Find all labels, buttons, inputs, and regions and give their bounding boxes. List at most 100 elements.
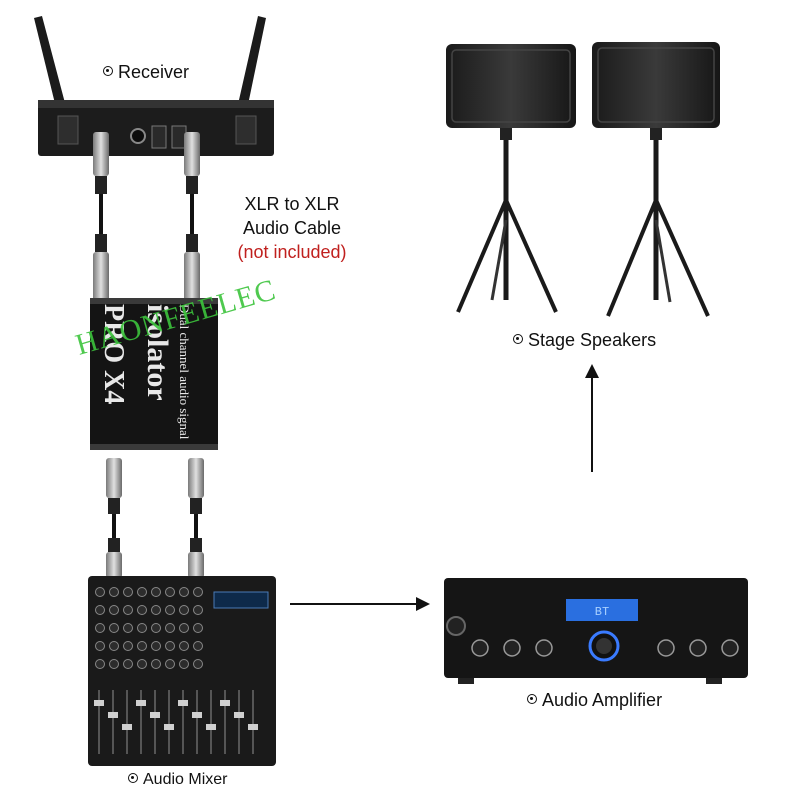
audio-mixer-device <box>88 576 276 766</box>
stage-speakers-label: Stage Speakers <box>513 330 656 351</box>
mixer-knob <box>151 587 161 597</box>
mixer-fader-cap <box>122 724 132 730</box>
mixer-knob <box>165 605 175 615</box>
mixer-fader-cap <box>206 724 216 730</box>
mixer-fader-track <box>126 690 128 754</box>
mixer-knob <box>165 641 175 651</box>
cable-note: XLR to XLR Audio Cable (not included) <box>222 192 362 264</box>
mixer-fader-track <box>140 690 142 754</box>
amplifier-knob <box>471 639 489 657</box>
mixer-knob <box>179 623 189 633</box>
mixer-knobs <box>95 587 203 669</box>
mixer-knob <box>179 659 189 669</box>
mixer-fader-cap <box>150 712 160 718</box>
mixer-knob <box>109 587 119 597</box>
mixer-knob <box>95 605 105 615</box>
mixer-knob <box>179 641 189 651</box>
mixer-knob <box>193 605 203 615</box>
xlr-cable-top-left <box>93 132 109 302</box>
mixer-knob <box>123 641 133 651</box>
mixer-knob <box>179 587 189 597</box>
isolator-device: PRO X4 isolator Dual channel audio signa… <box>90 298 218 450</box>
amplifier-knobs <box>471 639 739 657</box>
mixer-fader-track <box>238 690 240 754</box>
mixer-fader-cap <box>234 712 244 718</box>
isolator-subtitle-text: Dual channel audio signal <box>177 304 192 440</box>
isolator-name-text: isolator <box>141 304 174 401</box>
receiver-device <box>34 16 274 156</box>
mixer-knob <box>165 623 175 633</box>
mixer-knob <box>151 605 161 615</box>
mixer-knob <box>123 605 133 615</box>
mixer-fader-cap <box>136 700 146 706</box>
mixer-fader-track <box>112 690 114 754</box>
audio-mixer-label: Audio Mixer <box>128 771 227 789</box>
mixer-fader-cap <box>164 724 174 730</box>
stage-speaker-left <box>446 44 576 313</box>
cable-note-line1: XLR to XLR <box>244 194 340 214</box>
audio-amplifier-label: Audio Amplifier <box>527 690 662 711</box>
mixer-knob <box>123 659 133 669</box>
mixer-knob <box>123 587 133 597</box>
arrow-mixer-to-amplifier <box>290 597 430 611</box>
mixer-knob <box>165 659 175 669</box>
mixer-knob <box>151 641 161 651</box>
mixer-knob <box>123 623 133 633</box>
isolator-model-text: PRO X4 <box>98 304 129 404</box>
amplifier-display-text: BT <box>595 605 609 619</box>
mixer-knob <box>95 587 105 597</box>
mixer-fader-cap <box>192 712 202 718</box>
amplifier-knob <box>689 639 707 657</box>
mixer-faders <box>94 690 258 754</box>
xlr-cable-bottom-right <box>188 458 204 578</box>
cable-note-line3: (not included) <box>237 242 347 262</box>
mixer-fader-cap <box>220 700 230 706</box>
mixer-knob <box>137 587 147 597</box>
receiver-label: Receiver <box>103 62 189 83</box>
amplifier-display <box>566 599 638 621</box>
amplifier-knob <box>657 639 675 657</box>
amplifier-knob <box>535 639 553 657</box>
mixer-fader-cap <box>94 700 104 706</box>
mixer-knob <box>109 641 119 651</box>
mixer-knob <box>151 623 161 633</box>
receiver-antenna-right <box>234 16 266 124</box>
mixer-knob <box>137 605 147 615</box>
stage-speaker-right <box>592 42 720 317</box>
amplifier-knob <box>721 639 739 657</box>
mixer-fader-track <box>182 690 184 754</box>
mixer-knob <box>193 641 203 651</box>
mixer-knob <box>151 659 161 669</box>
mixer-knob <box>193 659 203 669</box>
mixer-fader-track <box>154 690 156 754</box>
mixer-fader-track <box>98 690 100 754</box>
mixer-knob <box>193 623 203 633</box>
audio-amplifier-device: BT <box>444 578 748 684</box>
bullet-icon <box>128 772 138 783</box>
cable-note-line2: Audio Cable <box>242 218 342 238</box>
mixer-fader-track <box>196 690 198 754</box>
bullet-icon <box>103 66 113 77</box>
mixer-knob <box>109 623 119 633</box>
mixer-knob <box>109 659 119 669</box>
mixer-knob <box>95 659 105 669</box>
amplifier-knob <box>503 639 521 657</box>
mixer-fader-track <box>210 690 212 754</box>
xlr-cable-bottom-left <box>106 458 122 578</box>
mixer-knob <box>95 641 105 651</box>
mixer-knob <box>109 605 119 615</box>
mixer-knob <box>137 623 147 633</box>
bullet-icon <box>513 334 523 345</box>
bullet-icon <box>527 694 537 705</box>
arrow-amplifier-to-speakers <box>585 364 599 472</box>
mixer-knob <box>95 623 105 633</box>
receiver-antenna-left <box>34 16 70 124</box>
mixer-knob <box>137 641 147 651</box>
mixer-fader-cap <box>108 712 118 718</box>
mixer-fader-cap <box>178 700 188 706</box>
mixer-fader-track <box>224 690 226 754</box>
mixer-knob <box>193 587 203 597</box>
xlr-cable-top-right <box>184 132 200 302</box>
